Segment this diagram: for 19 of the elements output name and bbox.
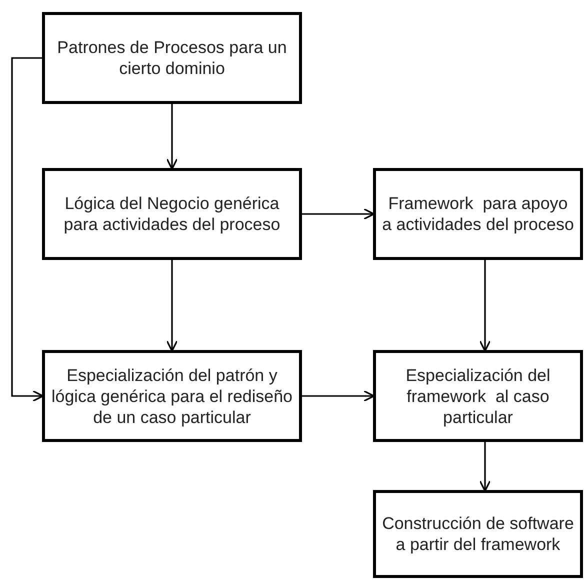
box-label: Framework para apoyo a actividades del proceso: [381, 193, 575, 235]
box-label: Construcción de software a partir del framework: [381, 513, 575, 555]
process-box: [373, 350, 583, 442]
arrow: [166, 104, 178, 170]
arrow: [479, 260, 491, 352]
box-label: Patrones de Procesos para un cierto dominio: [56, 37, 288, 79]
process-box: [373, 168, 583, 260]
box-label: Especialización del patrón y lógica genérica para el rediseño de un caso particular: [50, 364, 294, 428]
process-box: [42, 168, 302, 260]
process-box: [42, 350, 302, 442]
process-box: [373, 490, 583, 578]
arrow: [479, 442, 491, 492]
box-label: Lógica del Negocio genérica para actividades del proceso: [62, 193, 282, 235]
box-label: Especialización del framework al caso particular: [404, 364, 552, 428]
arrow: [302, 208, 375, 220]
arrow: [166, 260, 178, 352]
process-box: [42, 12, 302, 104]
arrow: [302, 390, 375, 402]
arrow: [11, 57, 44, 402]
